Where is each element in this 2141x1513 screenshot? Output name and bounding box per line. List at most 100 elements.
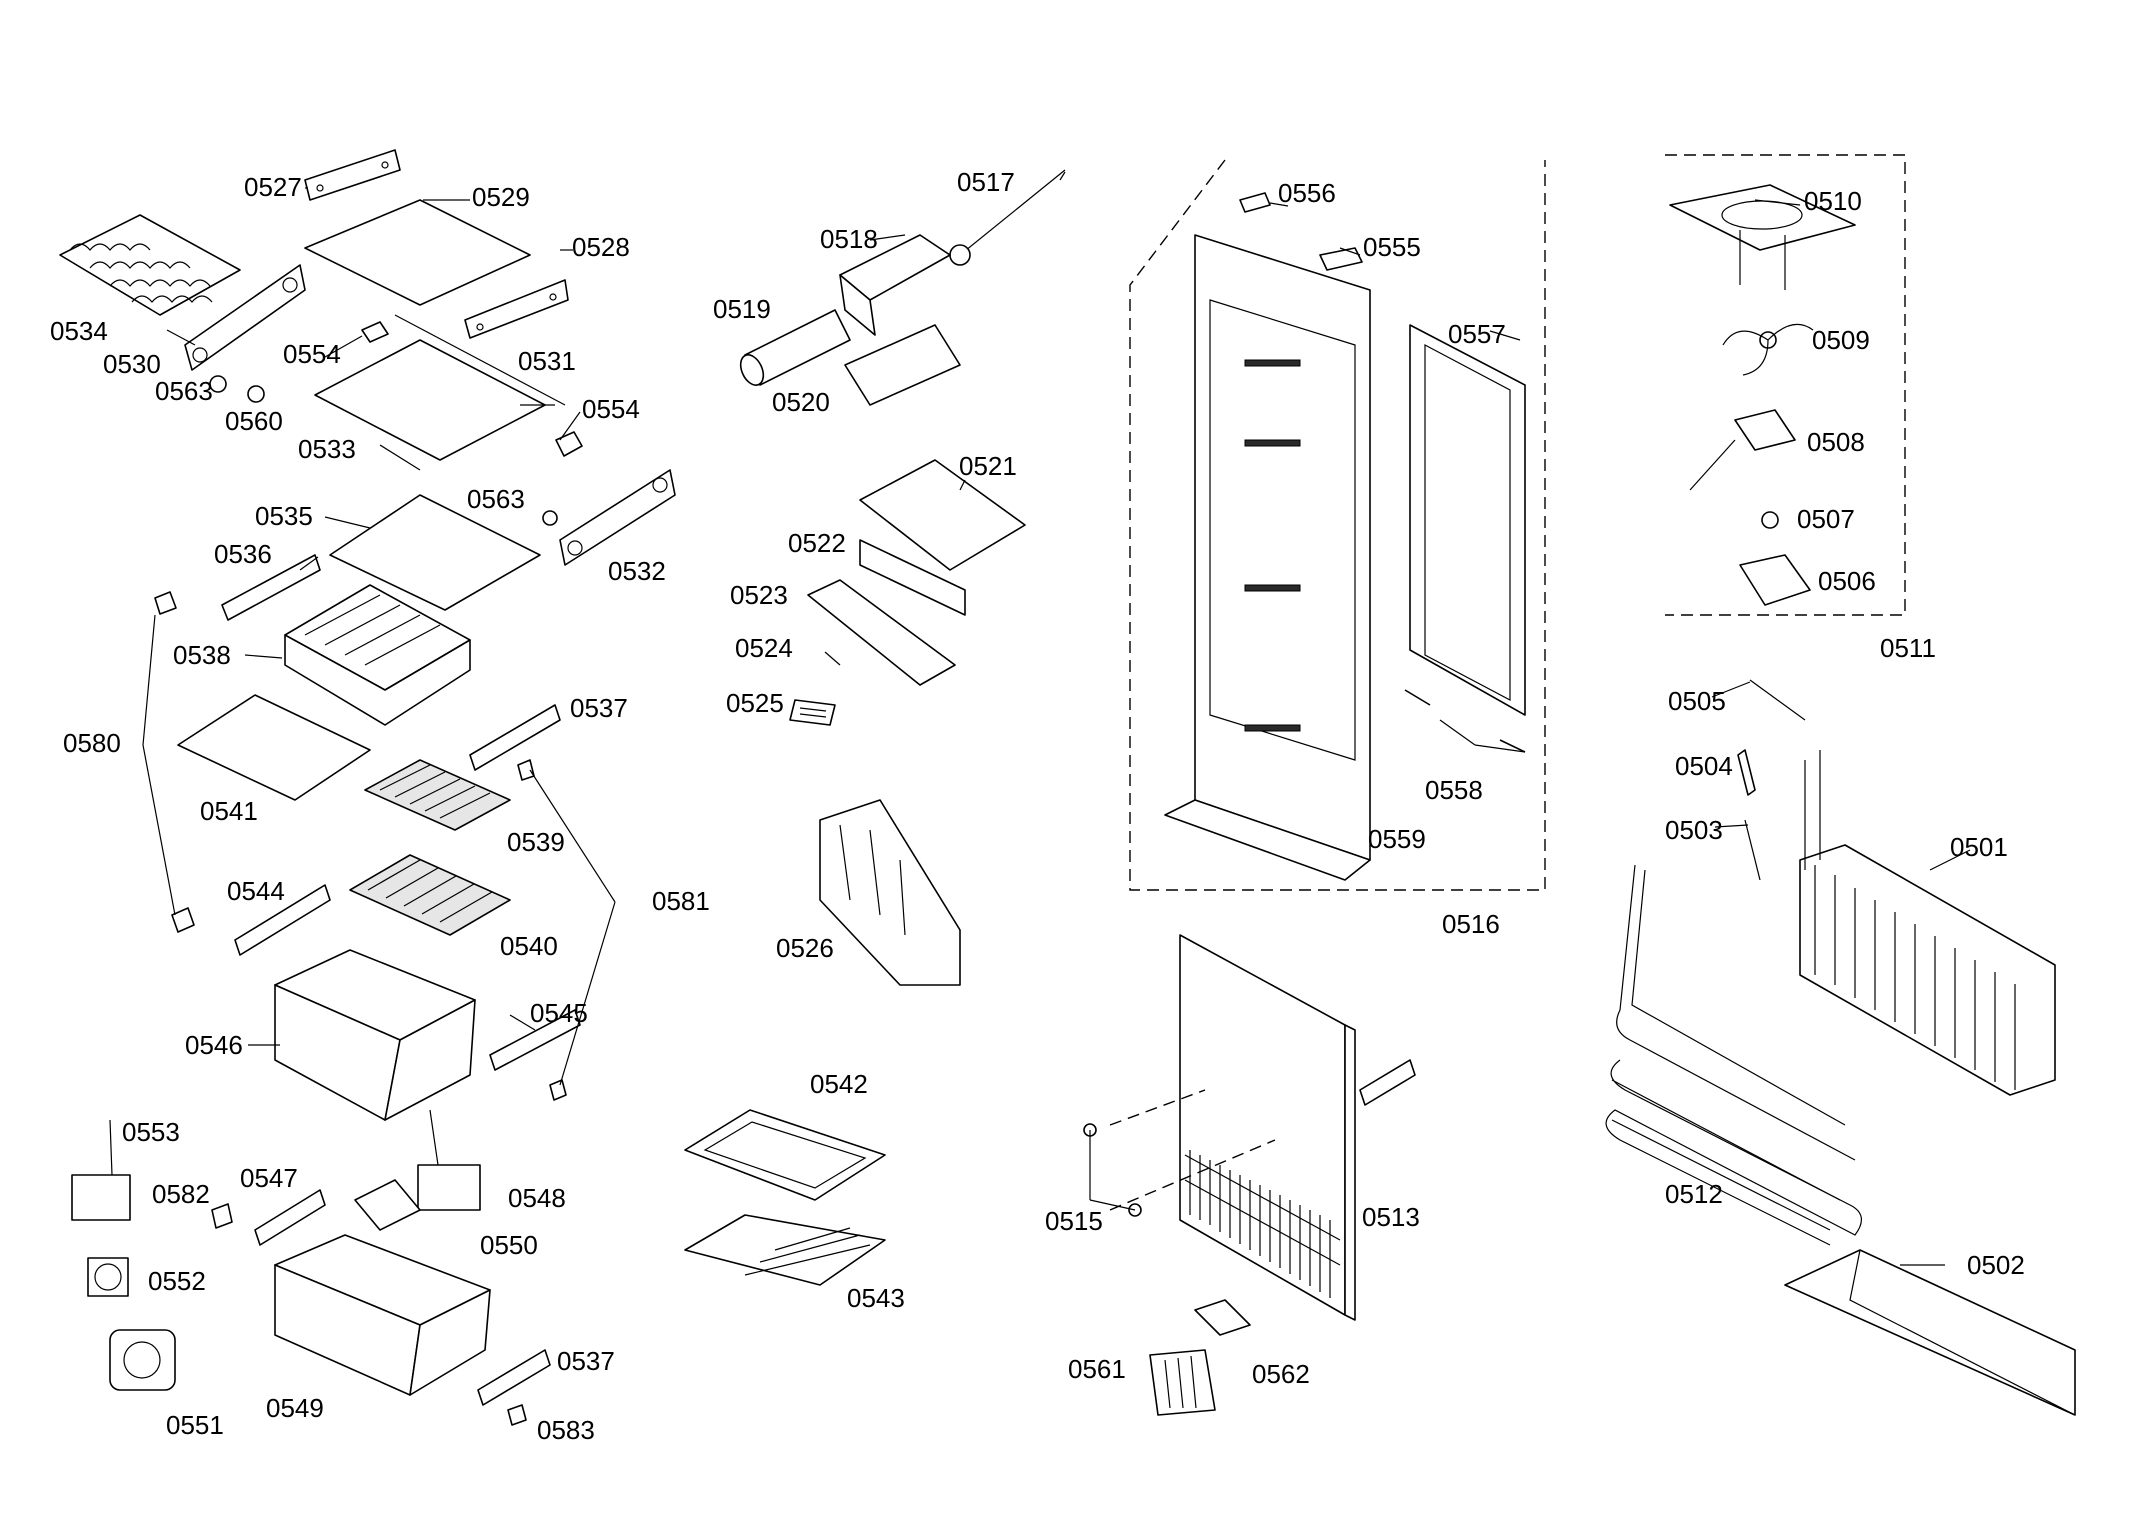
callout-0541: 0541 [200,796,258,826]
part-0580-clip-bottom [171,907,195,933]
callout-0502: 0502 [1967,1250,2025,1280]
part-0552-fan [87,1257,129,1297]
callout-0503: 0503 [1665,815,1723,845]
callout-0561: 0561 [1068,1354,1126,1384]
part-0543-shelf-grille [684,1214,886,1286]
callout-0544: 0544 [227,876,285,906]
callout-0546: 0546 [185,1030,243,1060]
callout-0505: 0505 [1668,686,1726,716]
part-0532-rail [559,469,676,566]
part-0507-grommet [1761,511,1779,529]
callout-0531: 0531 [518,346,576,376]
callout-0545: 0545 [530,998,588,1028]
callout-0535: 0535 [255,501,313,531]
part-0542-shelf-frame [684,1109,886,1201]
callout-0550: 0550 [480,1230,538,1260]
part-0529-glass-shelf [304,199,531,306]
callout-0547: 0547 [240,1163,298,1193]
part-0534-wine-rack [59,214,241,316]
callout-0513: 0513 [1362,1202,1420,1232]
callout-0517: 0517 [957,167,1015,197]
group-0511-boundary [1665,154,1906,616]
part-0580-clip-top [154,591,177,615]
part-0506-bracket [1739,554,1811,606]
callout-0563-top: 0563 [155,376,213,406]
callout-0560: 0560 [225,406,283,436]
part-0540-grille [349,854,511,936]
part-0556-clip [1239,192,1271,213]
callout-0532: 0532 [608,556,666,586]
group-0516-boundary [1129,159,1546,891]
callout-0558: 0558 [1425,775,1483,805]
part-0582-clip [211,1203,233,1229]
part-0519-tube [739,309,851,386]
part-0546-crisper-bin [274,949,476,1121]
callout-0559: 0559 [1368,824,1426,854]
part-0547-slide [254,1189,326,1246]
part-0502-drain-trough [1784,1249,2076,1416]
part-0510-fan-shroud [1669,184,1856,290]
callout-0537-top: 0537 [570,693,628,723]
part-0549-bin [274,1234,491,1396]
part-0548-motor-assembly [417,1109,481,1211]
part-0539-grille [364,759,511,831]
part-0504-clip [1737,749,1756,796]
callout-0555: 0555 [1363,232,1421,262]
part-0538-drawer [284,584,471,726]
callout-0548: 0548 [508,1183,566,1213]
callout-0501: 0501 [1950,832,2008,862]
part-0508-fan-motor [1689,409,1796,491]
part-0559-evaporator-cover [1164,234,1371,881]
callout-0537-bottom: 0537 [557,1346,615,1376]
part-0558-strip [1404,689,1526,753]
part-0537-slide-b [477,1349,551,1406]
callout-0557: 0557 [1448,319,1506,349]
callout-0519: 0519 [713,294,771,324]
callout-0515: 0515 [1045,1206,1103,1236]
part-0557-seal [1409,324,1526,716]
part-0531-rod [394,314,566,406]
callout-0529: 0529 [472,182,530,212]
part-0544-slide [234,884,331,956]
callout-0522: 0522 [788,528,846,558]
callout-0530: 0530 [103,349,161,379]
callout-0554-top: 0554 [283,339,341,369]
callout-0527: 0527 [244,172,302,202]
callout-0543: 0543 [847,1283,905,1313]
callout-0580: 0580 [63,728,121,758]
part-0551-housing [109,1329,176,1391]
callout-0521: 0521 [959,451,1017,481]
part-0553-sensor-housing [71,1119,131,1221]
part-0524-pin [824,651,841,666]
part-0512-defrost-heater [1605,864,1862,1246]
callout-0512: 0512 [1665,1179,1723,1209]
part-0509-fan-blade [1722,323,1814,376]
callout-0551: 0551 [166,1410,224,1440]
callout-0554-bottom: 0554 [582,394,640,424]
callout-0581: 0581 [652,886,710,916]
part-0528-bracket [464,279,569,339]
part-0561-filter-grille [1149,1349,1216,1416]
callout-0533: 0533 [298,434,356,464]
part-0554-clip [361,321,389,343]
callout-0542: 0542 [810,1069,868,1099]
part-0525-filter [789,699,836,726]
callout-0549: 0549 [266,1393,324,1423]
part-0536-slide [221,554,321,621]
callout-0526: 0526 [776,933,834,963]
callout-0508: 0508 [1807,427,1865,457]
callout-0520: 0520 [772,387,830,417]
part-0505-sensor [1749,679,1806,721]
part-0550-cover [354,1179,421,1231]
part-0541-panel [177,694,371,801]
callout-0524: 0524 [735,633,793,663]
callout-0518: 0518 [820,224,878,254]
callout-0553: 0553 [122,1117,180,1147]
part-0515-screw-leaders [1109,1089,1276,1211]
callout-0528: 0528 [572,232,630,262]
part-0562-cap [1194,1299,1251,1336]
part-0581-clip-top [517,759,535,781]
part-0501-evaporator [1799,750,2056,1096]
